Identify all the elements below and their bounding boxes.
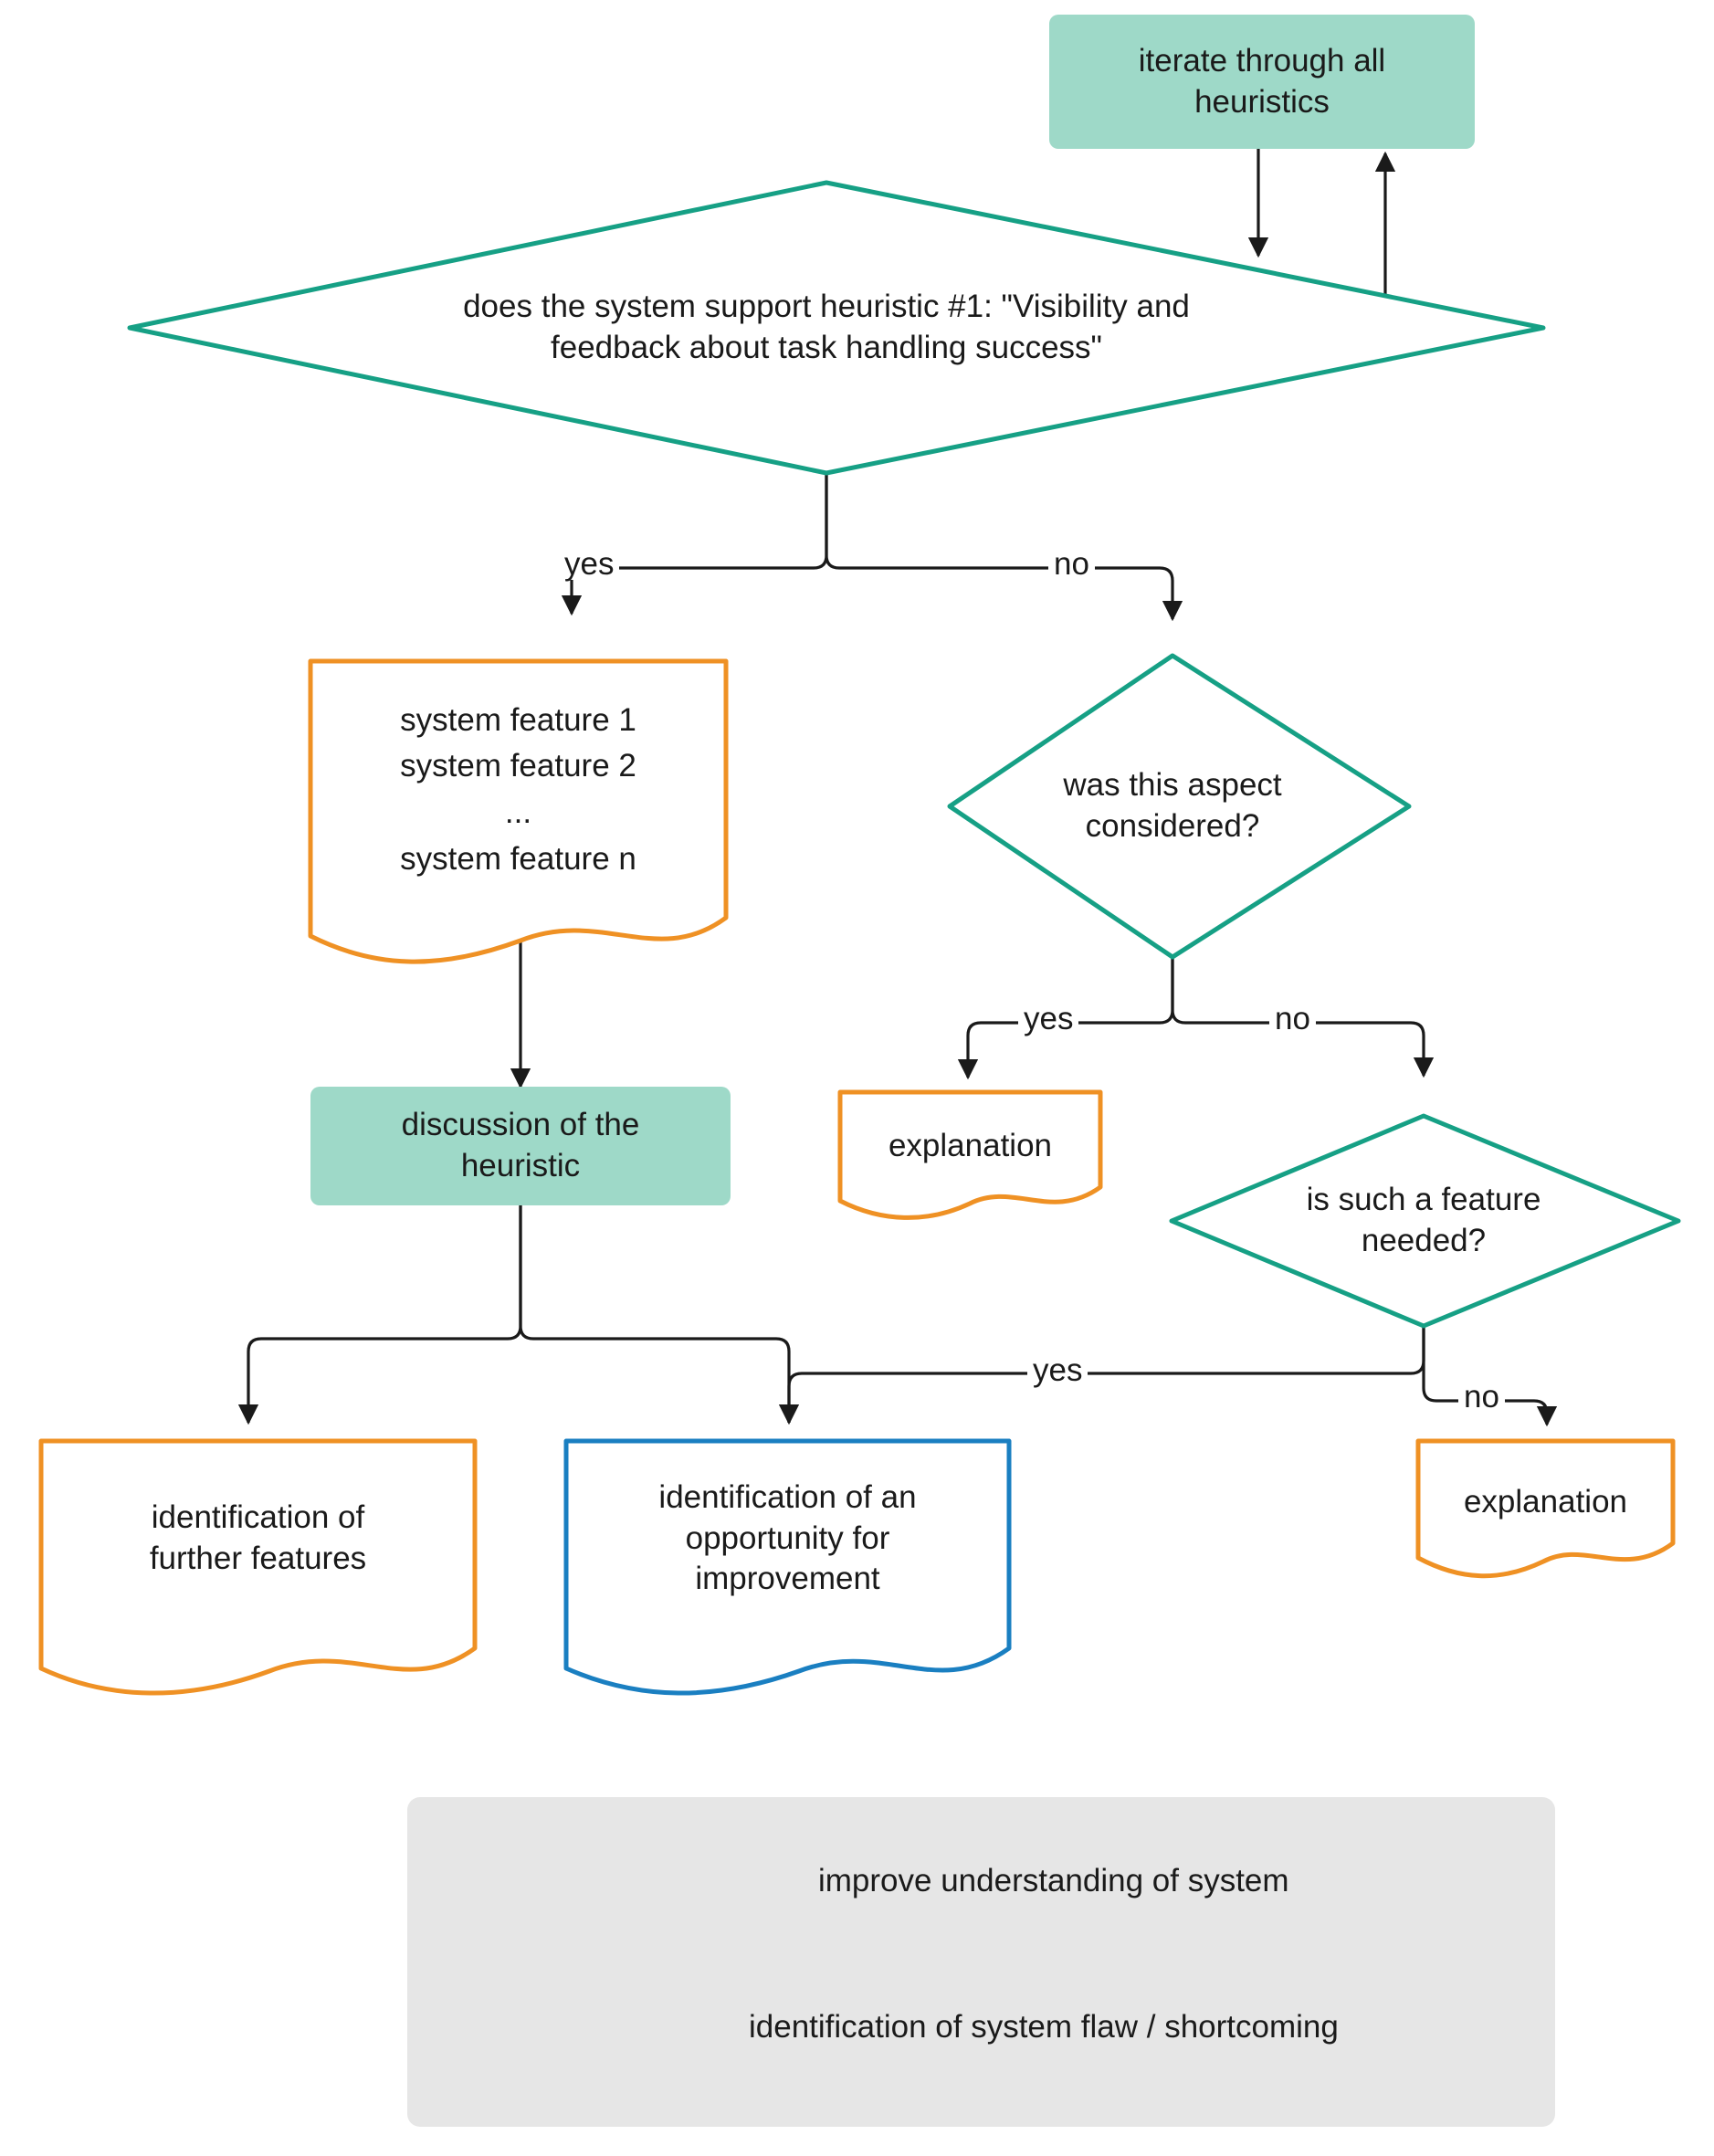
edge-label-feature-yes: yes [1027, 1354, 1088, 1386]
document-explanation-mid-shape [837, 1089, 1103, 1220]
node-discussion-line-2: heuristic [460, 1148, 581, 1183]
node-heuristic-question-line-1: does the system support heuristic #1: "V… [463, 289, 1190, 325]
node-explanation-mid-label: explanation [888, 1127, 1053, 1163]
document-explanation-right-shape [1415, 1438, 1676, 1579]
node-aspect-considered-line-1: was this aspect [1063, 767, 1282, 804]
node-explanation-right[interactable]: explanation [1418, 1461, 1673, 1543]
node-iterate-line-1: iterate through all [1138, 42, 1386, 79]
legend-item-label-system-flaw: identification of system flaw / shortcom… [749, 2009, 1339, 2045]
node-discussion-line-1: discussion of the [401, 1107, 640, 1143]
document-system-features-shape [308, 658, 729, 964]
legend-item-label-improve-understanding: improve understanding of system [818, 1863, 1289, 1898]
legend-panel [407, 1797, 1555, 2127]
decision-aspect-considered-shape [947, 653, 1412, 960]
node-identification-opportunity[interactable]: identification of an opportunity for imp… [566, 1452, 1009, 1625]
node-identification-further-line-2: further features [149, 1541, 367, 1576]
edge-feature-yes [787, 1326, 1425, 1423]
document-identification-further-shape [38, 1438, 478, 1696]
system-feature-line-2: system feature 2 [400, 748, 636, 784]
edge-label-aspect-no: no [1269, 1003, 1316, 1035]
decision-heuristic-question-shape [127, 180, 1546, 476]
node-identification-opportunity-line-1: identification of an [658, 1478, 917, 1515]
node-feature-needed-line-1: is such a feature [1306, 1182, 1541, 1218]
edge-label-aspect-yes: yes [1018, 1003, 1079, 1035]
edge-discussion-to-opportunity [519, 1205, 800, 1425]
node-aspect-considered-line-2: considered? [1085, 808, 1260, 844]
node-system-features[interactable]: system feature 1 system feature 2 ... sy… [310, 685, 726, 895]
edge-label-question-no: no [1048, 548, 1095, 580]
system-feature-line-1: system feature 1 [400, 701, 636, 738]
node-explanation-right-label: explanation [1463, 1483, 1628, 1520]
node-discussion-of-heuristic[interactable]: discussion of the heuristic [310, 1087, 731, 1205]
node-iterate-through-heuristics[interactable]: iterate through all heuristics [1049, 15, 1475, 149]
node-identification-further-features[interactable]: identification of further features [41, 1470, 475, 1607]
system-feature-ellipsis: ... [504, 794, 532, 830]
edge-label-question-yes: yes [559, 548, 620, 580]
node-identification-opportunity-line-2: opportunity for [685, 1520, 890, 1556]
document-identification-opportunity-shape [563, 1438, 1012, 1696]
decision-feature-needed-shape [1169, 1113, 1681, 1329]
node-identification-further-line-1: identification of [151, 1499, 365, 1536]
system-feature-line-n: system feature n [400, 840, 636, 877]
edge-question-yes [561, 473, 828, 616]
node-aspect-considered[interactable]: was this aspect considered? [968, 735, 1377, 878]
node-feature-needed[interactable]: is such a feature needed? [1219, 1152, 1628, 1289]
node-feature-needed-line-2: needed? [1361, 1223, 1487, 1258]
edge-label-feature-no: no [1458, 1381, 1505, 1413]
node-identification-opportunity-line-3: improvement [695, 1561, 880, 1597]
edge-discussion-to-further [237, 1205, 522, 1425]
node-heuristic-question-line-2: feedback about task handling success" [551, 330, 1102, 365]
node-heuristic-question[interactable]: does the system support heuristic #1: "V… [274, 256, 1379, 400]
edge-question-no [825, 473, 1183, 622]
node-explanation-mid[interactable]: explanation [840, 1105, 1100, 1187]
node-iterate-line-2: heuristics [1194, 83, 1330, 120]
